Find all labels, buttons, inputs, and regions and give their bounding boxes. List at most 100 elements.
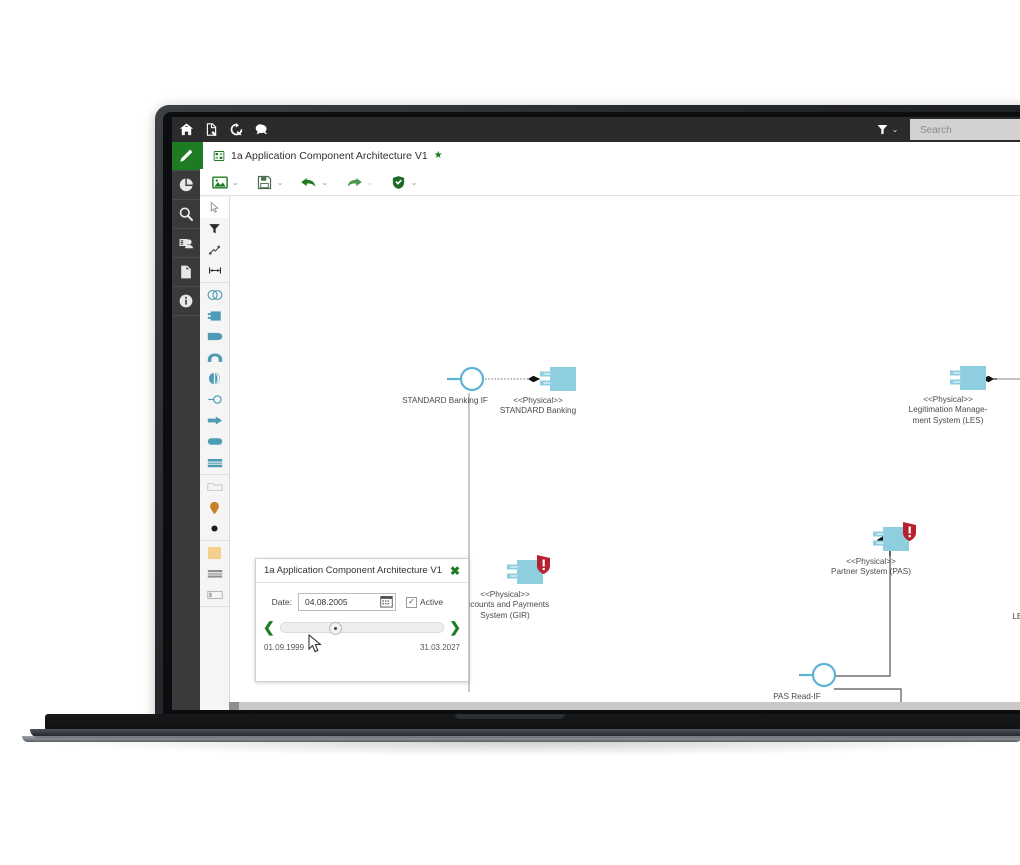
dialog-title: 1a Application Component Architecture V1 xyxy=(264,565,442,576)
canvas-horizontal-scroll-thumb[interactable] xyxy=(229,702,239,710)
refresh-icon[interactable] xyxy=(228,121,245,138)
laptop-base-notch xyxy=(455,714,565,719)
node-stereotype: <<Physical>> xyxy=(480,590,530,599)
timeline-dialog[interactable]: 1a Application Component Architecture V1… xyxy=(255,558,469,682)
sidebar-item-analysis[interactable] xyxy=(172,171,200,200)
palette-process-shape[interactable] xyxy=(200,326,229,347)
toolbar-group-undo: ⌄ xyxy=(299,172,332,192)
sidebar-item-edit[interactable] xyxy=(172,142,200,171)
redo-button[interactable] xyxy=(344,172,364,192)
sidebar-item-collaboration[interactable] xyxy=(172,229,200,258)
connector-icon xyxy=(208,245,221,255)
palette-interface-shape[interactable] xyxy=(200,284,229,305)
node-label: Legitimation Manage- ment System (LES) xyxy=(908,405,988,425)
date-field[interactable] xyxy=(298,593,396,611)
redo-caret-icon[interactable]: ⌄ xyxy=(366,177,373,187)
document-icon xyxy=(181,265,191,279)
map-pin-icon xyxy=(210,501,219,514)
palette-lollipop-shape[interactable] xyxy=(200,389,229,410)
palette-legend-shape[interactable] xyxy=(200,584,229,605)
palette-filter-tool[interactable] xyxy=(200,218,229,239)
sidebar-item-search[interactable] xyxy=(172,200,200,229)
user-card-icon xyxy=(179,239,193,249)
undo-caret-icon[interactable]: ⌄ xyxy=(321,177,329,187)
left-rail xyxy=(172,142,200,710)
sidebar-item-info[interactable] xyxy=(172,287,200,316)
canvas-horizontal-scrollbar[interactable] xyxy=(229,702,1020,710)
timeline-slider-knob[interactable] xyxy=(329,621,343,635)
component-shape-icon xyxy=(873,522,916,551)
palette-chevron-shape[interactable] xyxy=(200,347,229,368)
palette-pointer-tool[interactable] xyxy=(200,197,229,218)
node-stereotype: <<Physical>> xyxy=(513,396,563,405)
save-button[interactable] xyxy=(255,172,275,192)
palette-note-shape[interactable] xyxy=(200,542,229,563)
top-bar-icon-group xyxy=(178,117,270,142)
undo-button[interactable] xyxy=(299,172,319,192)
range-end-label: 31.03.2027 xyxy=(419,643,460,652)
comment-flag-icon[interactable] xyxy=(253,121,270,138)
sidebar-item-documents[interactable] xyxy=(172,258,200,287)
checkbox-box[interactable]: ✓ xyxy=(406,596,417,608)
previous-step-button[interactable]: ❮ xyxy=(263,619,275,635)
funnel-icon xyxy=(877,125,888,135)
shield-check-icon xyxy=(393,175,405,189)
palette-group-notes xyxy=(200,541,229,607)
two-circles-icon xyxy=(207,289,222,300)
diagram: STANDARD Banking IF <<Physical> xyxy=(230,196,1020,710)
search-input[interactable] xyxy=(918,119,1020,142)
home-icon[interactable] xyxy=(178,121,195,138)
node-stereotype: <<Physical>> xyxy=(923,395,973,404)
measure-icon xyxy=(208,267,221,274)
component-shape-icon xyxy=(540,367,576,391)
palette-arrow-shape[interactable] xyxy=(200,410,229,431)
palette-pin-marker[interactable] xyxy=(200,497,229,518)
close-icon[interactable]: ✖ xyxy=(449,563,460,578)
laptop-base-foot xyxy=(22,736,1020,742)
favorite-star-icon[interactable]: ★ xyxy=(433,150,443,161)
sticky-note-icon xyxy=(207,546,222,559)
search-box[interactable] xyxy=(910,119,1020,142)
validate-caret-icon[interactable]: ⌄ xyxy=(410,177,418,187)
date-input[interactable] xyxy=(303,596,379,608)
validate-button[interactable] xyxy=(389,172,409,192)
shape-palette xyxy=(200,196,230,710)
node-label: STANDARD Banking xyxy=(499,406,577,415)
warning-badge-icon xyxy=(903,522,916,541)
save-caret-icon[interactable]: ⌄ xyxy=(276,177,284,187)
palette-dot-marker[interactable] xyxy=(200,518,229,539)
cursor-arrow-icon xyxy=(210,201,219,213)
node-label: PAS Read-IF xyxy=(773,692,821,701)
export-image-caret-icon[interactable]: ⌄ xyxy=(232,177,239,187)
diagram-icon xyxy=(213,150,225,161)
stacked-bars-icon xyxy=(207,458,222,467)
timeline-slider-track[interactable] xyxy=(279,621,445,635)
palette-folder-shape[interactable] xyxy=(200,476,229,497)
pie-chart-icon xyxy=(179,178,193,192)
export-image-button[interactable] xyxy=(210,172,230,192)
tab-application-component-architecture[interactable]: 1a Application Component Architecture V1… xyxy=(200,142,457,169)
new-document-icon[interactable] xyxy=(203,121,220,138)
folder-outline-icon xyxy=(206,483,223,491)
dot-icon xyxy=(211,525,218,532)
palette-table-shape[interactable] xyxy=(200,563,229,584)
palette-distance-tool[interactable] xyxy=(200,260,229,281)
filter-button[interactable]: ⌄ xyxy=(866,117,908,142)
component-shape-icon xyxy=(950,366,986,390)
node-label: Accounts and Payments System (GIR) xyxy=(460,600,550,620)
calendar-icon[interactable] xyxy=(380,595,393,608)
palette-stack-shape[interactable] xyxy=(200,452,229,473)
active-checkbox[interactable]: ✓ Active xyxy=(406,596,443,608)
palette-split-circle-shape[interactable] xyxy=(200,368,229,389)
date-label: Date: xyxy=(271,597,292,607)
palette-component-shape[interactable] xyxy=(200,305,229,326)
palette-path-tool[interactable] xyxy=(200,239,229,260)
component-shape-icon xyxy=(507,555,550,584)
magnifier-icon xyxy=(179,207,193,221)
dialog-header: 1a Application Component Architecture V1… xyxy=(256,559,468,583)
filter-caret-icon[interactable]: ⌄ xyxy=(891,125,899,134)
node-label: STANDARD Banking IF xyxy=(402,396,488,405)
next-step-button[interactable]: ❯ xyxy=(449,619,461,635)
palette-group-tools xyxy=(200,196,229,283)
palette-rounded-shape[interactable] xyxy=(200,431,229,452)
